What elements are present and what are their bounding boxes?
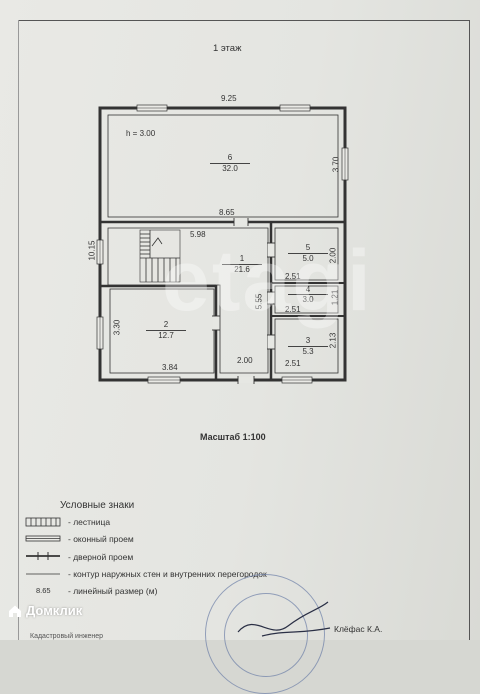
door-gap — [238, 377, 254, 383]
domclick-logo: Домклик — [8, 603, 82, 618]
room2-area: 12.7 — [146, 330, 186, 340]
dim-room2-width: 3.84 — [162, 363, 178, 372]
floor-title: 1 этаж — [213, 43, 242, 54]
dim-bottom-door: 2.00 — [237, 356, 253, 365]
door-gap — [213, 316, 219, 330]
room5-area: 5.0 — [288, 253, 328, 263]
room1-area: 21.6 — [222, 264, 262, 274]
legend-item-stair: - лестница — [68, 517, 111, 527]
legend-item-door: - дверной проем — [68, 552, 134, 562]
scale-label: Масштаб 1:100 — [200, 432, 266, 442]
watermark: etagi — [162, 233, 373, 329]
legend-symbols — [25, 517, 61, 575]
staircase — [139, 229, 181, 283]
page-border-right — [469, 20, 470, 640]
bottom-cut-text: Кадастровый инженер — [30, 633, 104, 640]
room6-contour — [107, 114, 339, 218]
room6-number: 6 — [227, 153, 233, 162]
legend-window-symbol — [25, 535, 61, 542]
legend-item-window: - оконный проем — [68, 534, 134, 544]
ceiling-height: h = 3.00 — [126, 129, 156, 138]
room4-contour — [274, 285, 339, 314]
room5-number: 5 — [305, 243, 311, 252]
dim-hall-width: 5.98 — [190, 230, 206, 239]
door-gap — [234, 219, 248, 225]
legend-item-dimension: - линейный размер (м) — [68, 586, 158, 596]
floor-plan — [96, 104, 349, 384]
door-gap — [268, 243, 274, 257]
dim-top-width: 9.25 — [221, 94, 237, 103]
page-border-left — [18, 20, 19, 640]
room3-contour — [274, 318, 339, 374]
room2-contour — [109, 288, 215, 374]
signature-name: Клёфас К.А. — [334, 624, 383, 634]
room3-number: 3 — [305, 336, 311, 345]
page-border-top — [18, 20, 470, 21]
legend-stair-symbol — [25, 517, 61, 527]
dim-room5-width: 2.51 — [285, 272, 301, 281]
house-icon — [9, 605, 21, 617]
room4-area: 3.0 — [288, 294, 328, 304]
room4-number: 4 — [305, 285, 311, 294]
door-gap — [268, 292, 274, 304]
domclick-brand-text: Домклик — [26, 603, 83, 618]
door-gap — [268, 335, 274, 349]
signature-scribble — [237, 601, 331, 637]
legend-item-contour: - контур наружных стен и внутренних пере… — [68, 569, 267, 579]
dim-inner-width: 8.65 — [219, 208, 235, 217]
room6-area: 32.0 — [210, 163, 250, 173]
legend-dimension-sample: 8.65 — [36, 586, 51, 595]
legend-title: Условные знаки — [60, 500, 135, 511]
room3-area: 5.3 — [288, 346, 328, 356]
room1-number: 1 — [239, 254, 245, 263]
dim-room4-width: 2.51 — [285, 305, 301, 314]
legend-door-symbol — [26, 552, 60, 560]
room5-contour — [274, 227, 339, 281]
room2-number: 2 — [163, 320, 169, 329]
dim-room3-width: 2.51 — [285, 359, 301, 368]
